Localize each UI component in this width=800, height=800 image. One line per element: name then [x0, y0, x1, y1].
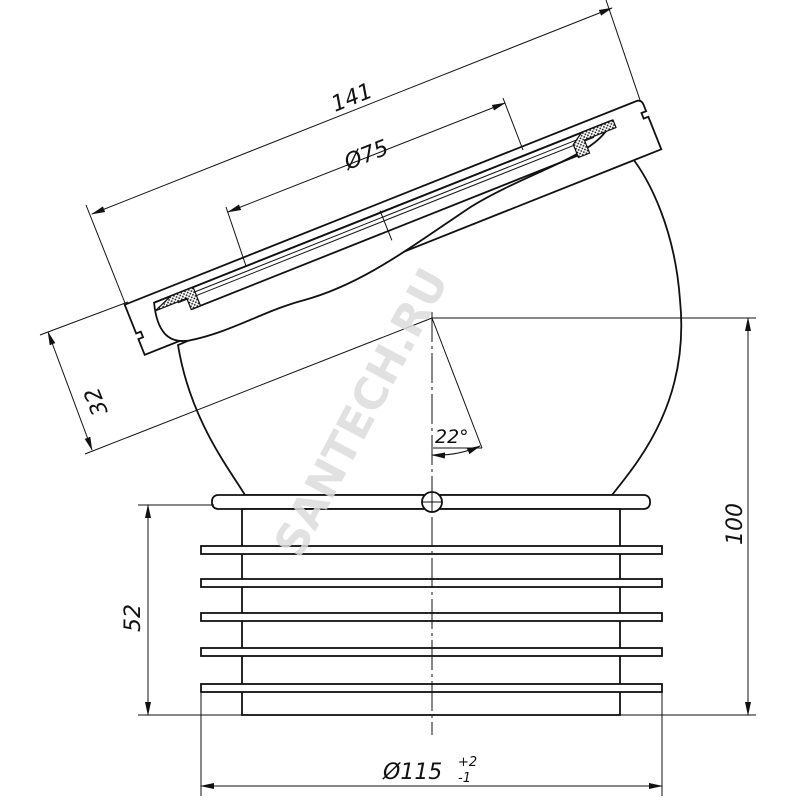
svg-text:100: 100 — [723, 503, 748, 545]
socket-body — [241, 508, 621, 716]
svg-text:Ø115: Ø115 — [382, 760, 442, 785]
center-mark — [421, 491, 443, 513]
svg-text:141: 141 — [328, 79, 376, 118]
svg-text:-1: -1 — [458, 771, 471, 786]
connector-body — [176, 153, 683, 496]
dimension-100: 100 — [432, 317, 756, 716]
svg-text:22°: 22° — [435, 426, 469, 448]
dimension-angle: 22° — [431, 426, 482, 459]
svg-text:+2: +2 — [458, 755, 477, 770]
svg-text:Ø75: Ø75 — [340, 136, 392, 176]
seal-left — [154, 286, 202, 312]
dimension-52: 52 — [121, 504, 242, 716]
svg-text:52: 52 — [121, 604, 146, 632]
angle-axis — [431, 317, 483, 449]
dimension-115: Ø115 +2 -1 — [200, 692, 663, 796]
svg-text:32: 32 — [80, 384, 114, 419]
